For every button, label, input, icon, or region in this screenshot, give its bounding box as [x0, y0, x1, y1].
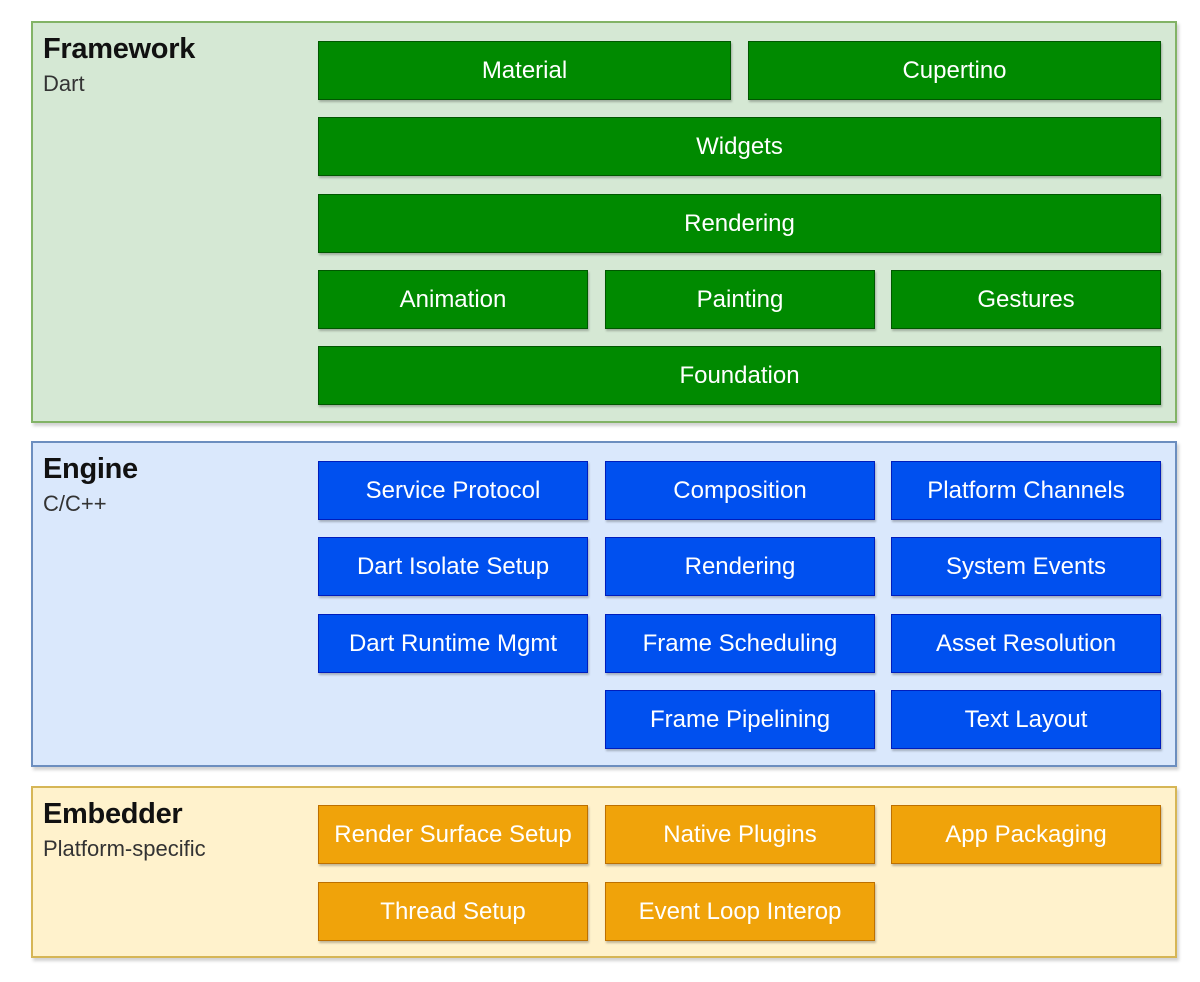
framework-subtitle: Dart [43, 71, 85, 96]
box-cupertino: Cupertino [748, 41, 1161, 100]
box-composition: Composition [605, 461, 875, 520]
box-material: Material [318, 41, 731, 100]
box-native-plugins: Native Plugins [605, 805, 875, 864]
embedder-title: Embedder [43, 798, 183, 830]
box-frame-scheduling: Frame Scheduling [605, 614, 875, 673]
box-painting: Painting [605, 270, 875, 329]
framework-layer: Framework Dart Material Cupertino Widget… [31, 21, 1177, 423]
box-framework-rendering: Rendering [318, 194, 1161, 253]
engine-layer: Engine C/C++ Service Protocol Compositio… [31, 441, 1177, 767]
embedder-layer: Embedder Platform-specific Render Surfac… [31, 786, 1177, 958]
box-platform-channels: Platform Channels [891, 461, 1161, 520]
box-text-layout: Text Layout [891, 690, 1161, 749]
box-animation: Animation [318, 270, 588, 329]
box-render-surface-setup: Render Surface Setup [318, 805, 588, 864]
box-dart-runtime-mgmt: Dart Runtime Mgmt [318, 614, 588, 673]
box-system-events: System Events [891, 537, 1161, 596]
box-foundation: Foundation [318, 346, 1161, 405]
engine-subtitle: C/C++ [43, 491, 107, 516]
engine-title: Engine [43, 453, 138, 485]
box-thread-setup: Thread Setup [318, 882, 588, 941]
box-dart-isolate-setup: Dart Isolate Setup [318, 537, 588, 596]
box-event-loop-interop: Event Loop Interop [605, 882, 875, 941]
box-frame-pipelining: Frame Pipelining [605, 690, 875, 749]
embedder-subtitle: Platform-specific [43, 836, 206, 861]
framework-title: Framework [43, 33, 196, 65]
box-service-protocol: Service Protocol [318, 461, 588, 520]
box-asset-resolution: Asset Resolution [891, 614, 1161, 673]
box-widgets: Widgets [318, 117, 1161, 176]
box-engine-rendering: Rendering [605, 537, 875, 596]
box-app-packaging: App Packaging [891, 805, 1161, 864]
box-gestures: Gestures [891, 270, 1161, 329]
